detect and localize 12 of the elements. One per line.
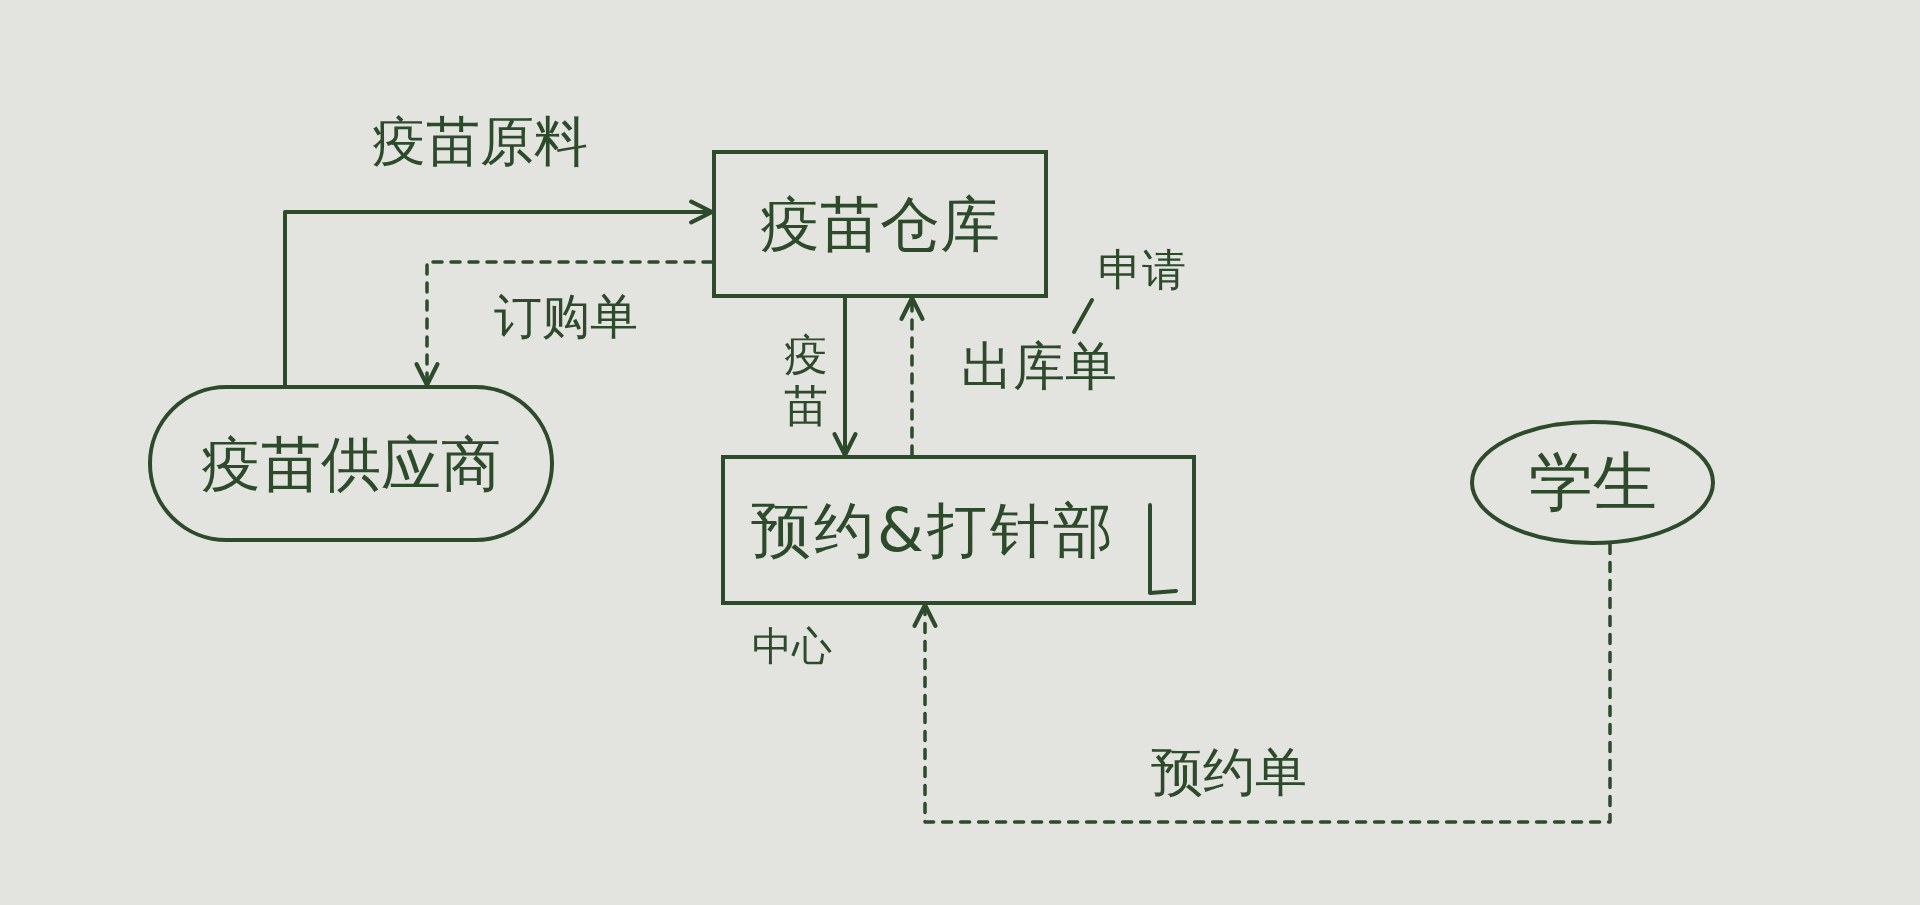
dashed-arrow [912,542,1612,824]
edge-label: 订购单 [494,290,638,343]
oval-node: 学生 [1470,420,1715,545]
side-note: 中心 [752,624,832,668]
dashed-arrow [414,260,714,388]
rounded-box: 疫苗供应商 [148,385,554,542]
process-box: 疫苗仓库 [712,150,1048,298]
note-label: 申请 [1098,246,1186,295]
arrow [832,296,858,458]
arrow [283,199,715,387]
dashed-arrow [899,295,925,457]
process-box: 预约&打针部 [721,455,1196,605]
